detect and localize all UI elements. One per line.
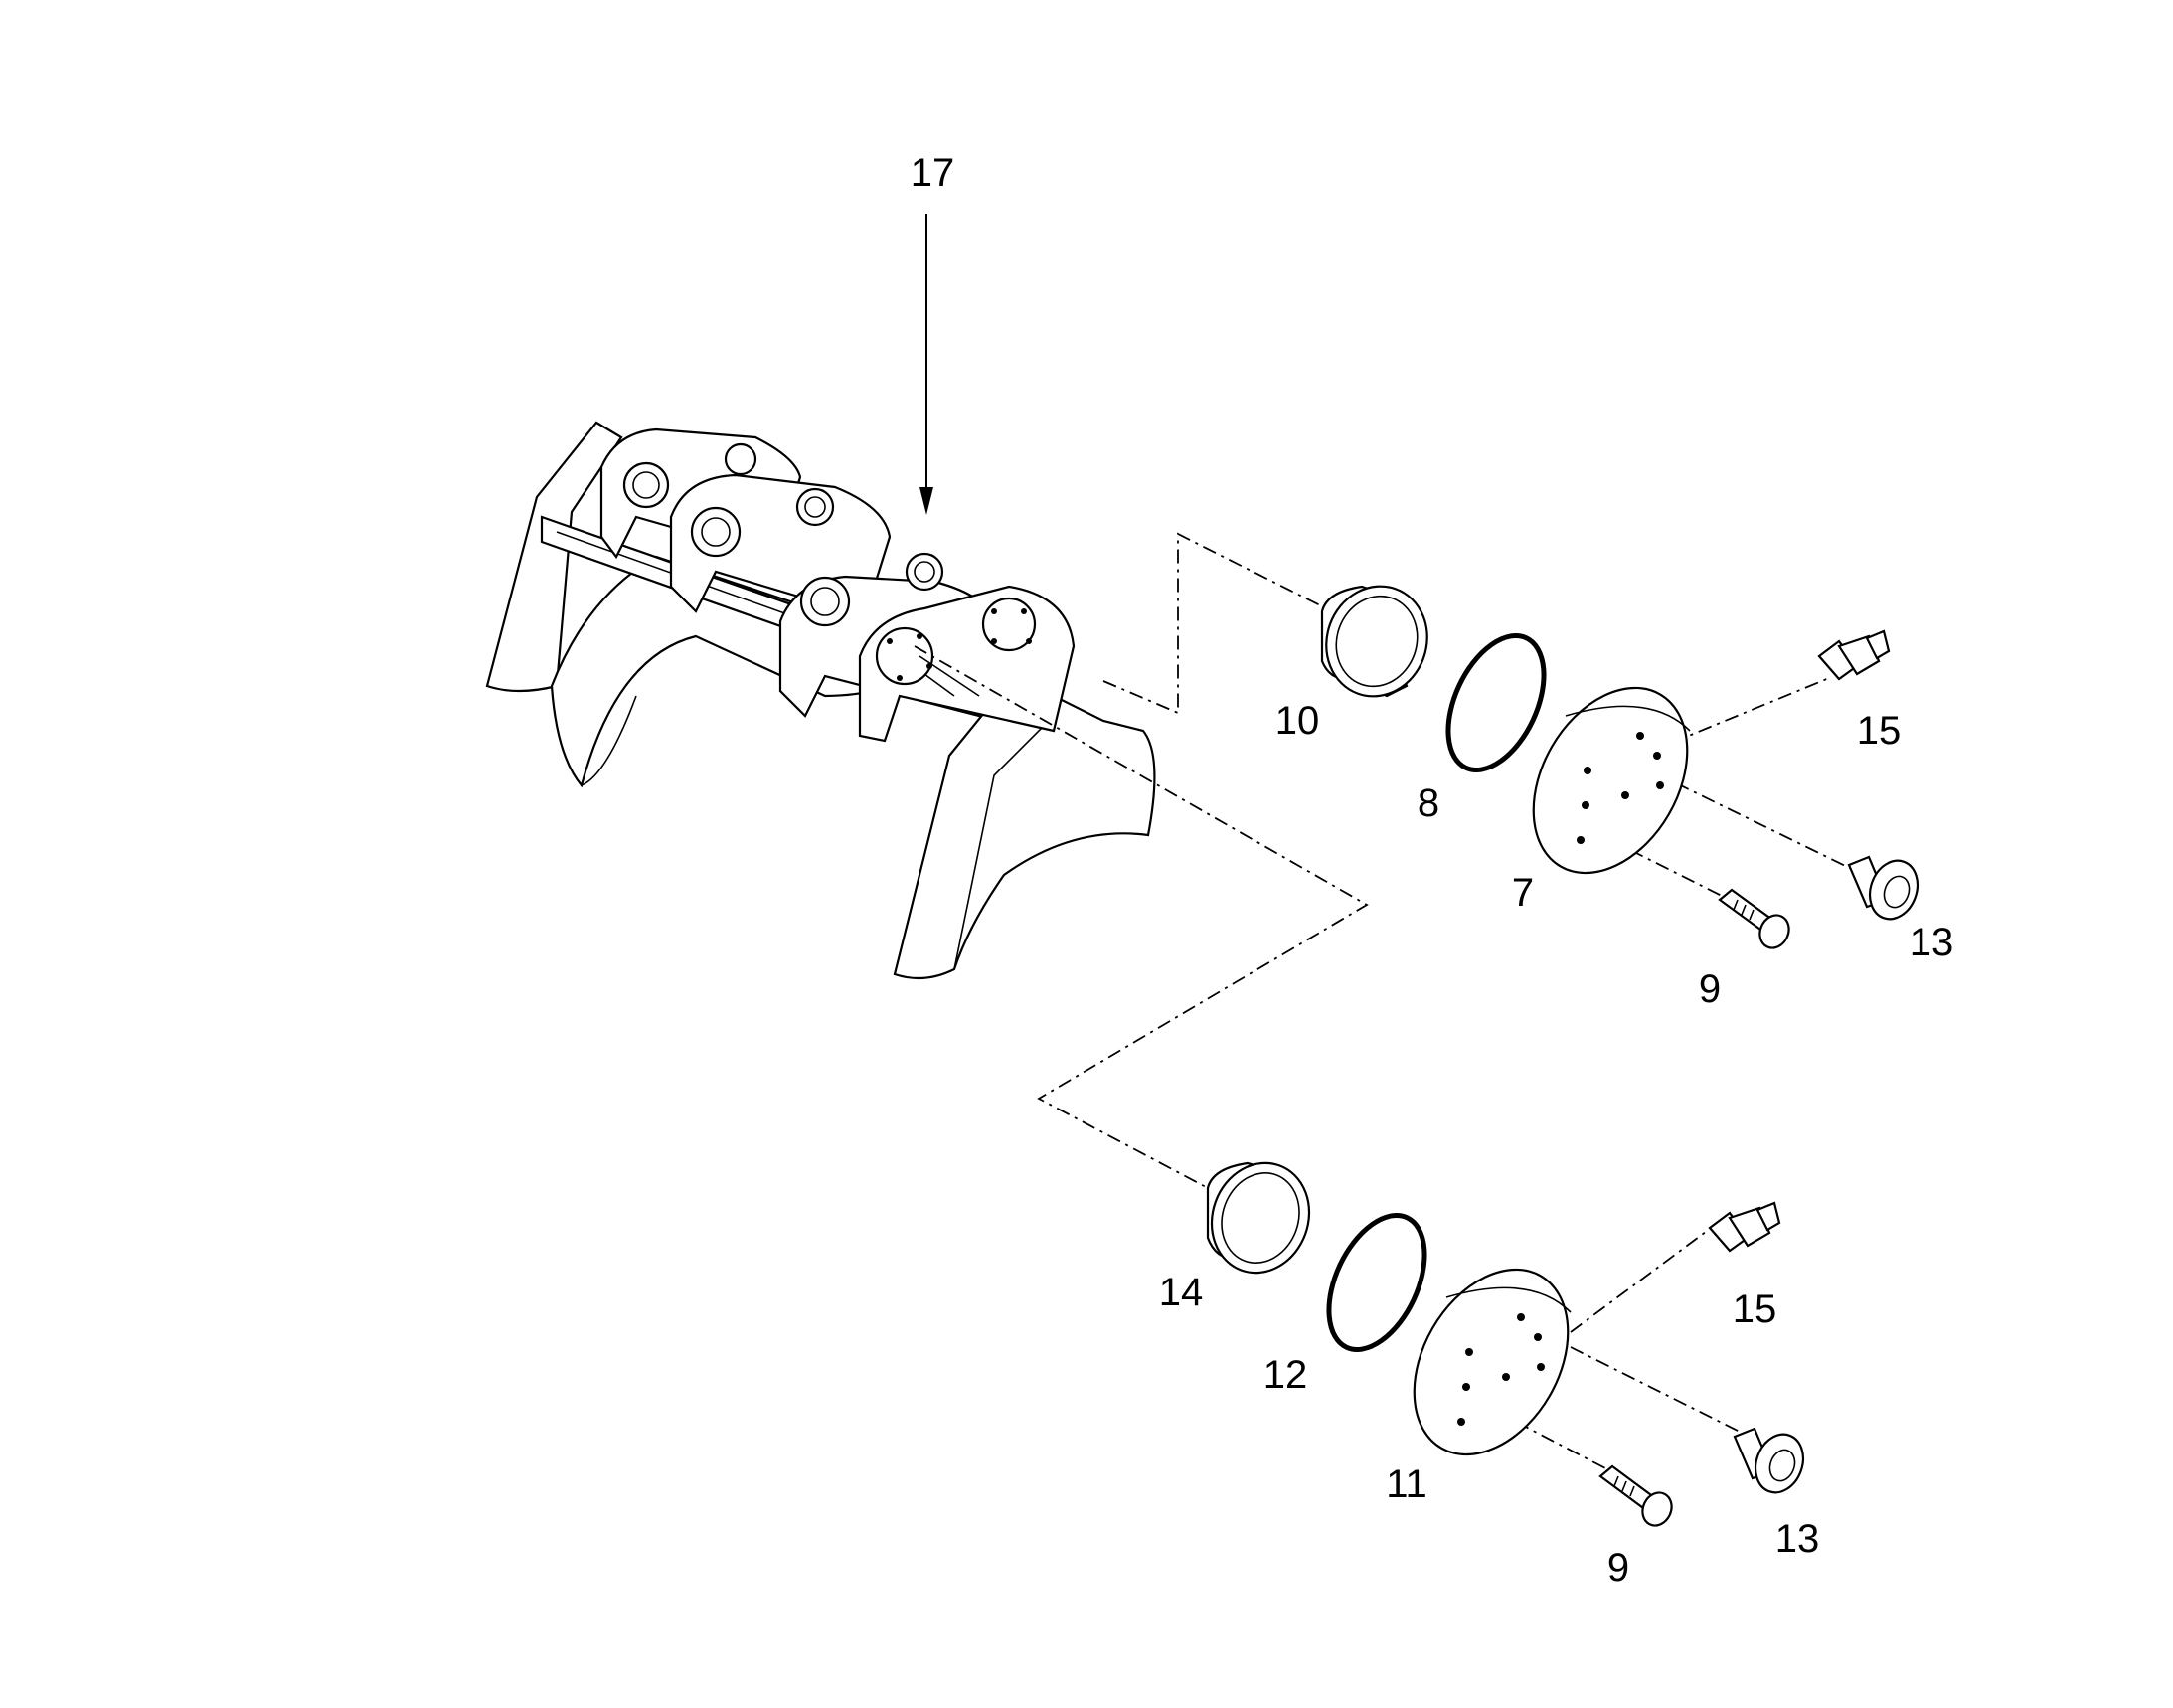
callout-9-lower-label: 9 <box>1606 1546 1630 1590</box>
callout-17-leader <box>919 214 933 515</box>
callout-8-label: 8 <box>1417 781 1440 825</box>
cover-plate-upper <box>1532 686 1691 875</box>
callout-12-label: 12 <box>1262 1353 1308 1397</box>
screw-plug-lower <box>1733 1427 1805 1494</box>
callout-7-label: 7 <box>1511 871 1535 915</box>
bolt-upper <box>1718 888 1790 949</box>
grease-nipple-upper <box>1817 629 1891 681</box>
callout-13-upper-label: 13 <box>1909 921 1954 964</box>
callout-13-lower-label: 13 <box>1774 1517 1820 1561</box>
bushing-lower <box>1206 1161 1311 1275</box>
callout-9-upper-label: 9 <box>1698 967 1722 1011</box>
callout-17-label: 17 <box>910 151 955 195</box>
cover-plate-lower <box>1413 1268 1572 1456</box>
bucket-hinge-assembly <box>485 421 1156 980</box>
callout-15-lower-label: 15 <box>1732 1287 1777 1331</box>
bushing-upper <box>1320 585 1428 698</box>
grease-nipple-lower <box>1708 1201 1781 1253</box>
screw-plug-upper <box>1847 855 1920 921</box>
callout-15-upper-label: 15 <box>1856 709 1902 753</box>
callout-11-label: 11 <box>1386 1462 1427 1506</box>
o-ring-upper <box>1445 632 1547 773</box>
o-ring-lower <box>1326 1212 1427 1353</box>
callout-10-label: 10 <box>1274 699 1320 743</box>
bolt-lower <box>1598 1464 1673 1527</box>
callout-14-label: 14 <box>1158 1271 1204 1314</box>
